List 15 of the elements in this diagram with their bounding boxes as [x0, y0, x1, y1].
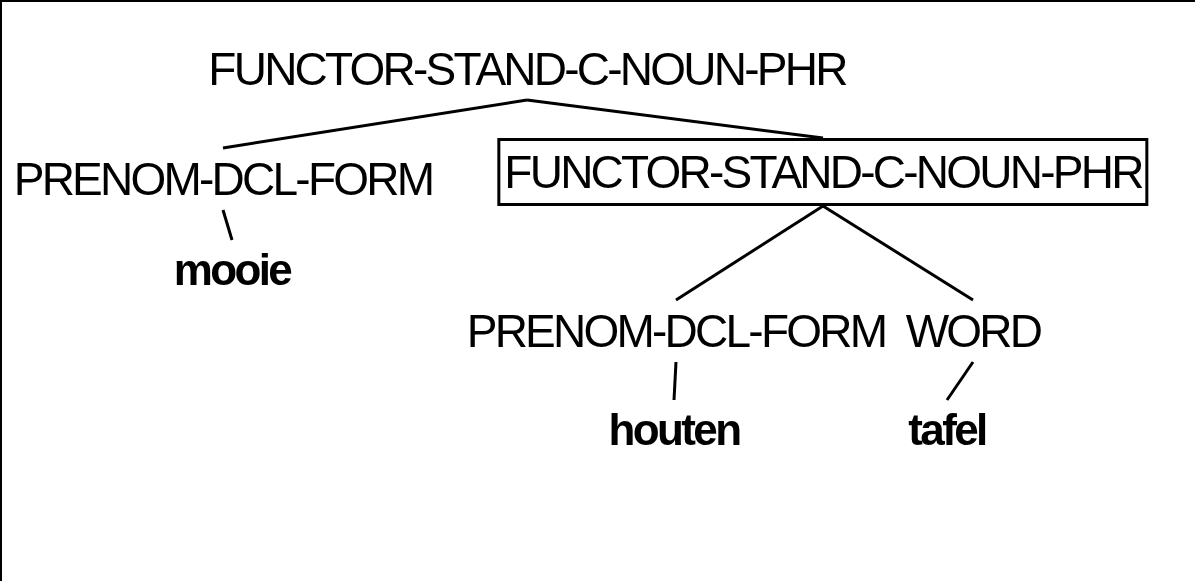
tree-node-label: PRENOM-DCL-FORM	[13, 148, 433, 210]
tree-line	[222, 98, 528, 150]
tree-line	[675, 204, 824, 302]
tree-node-label: mooie	[173, 240, 291, 300]
boxed-tree-node: FUNCTOR-STAND-C-NOUN-PHR	[497, 138, 1149, 206]
tree-line	[221, 209, 234, 241]
tree-line	[672, 361, 678, 401]
tree-line	[822, 204, 974, 302]
tree-node-label: houten	[608, 400, 740, 460]
tree-node-label: FUNCTOR-STAND-C-NOUN-PHR	[208, 38, 846, 100]
tree-node-label: tafel	[908, 400, 986, 460]
tree-node-label: PRENOM-DCL-FORM	[466, 300, 886, 362]
tree-line	[945, 361, 975, 401]
tree-line	[526, 98, 824, 140]
tree-node-label: WORD	[905, 300, 1041, 362]
